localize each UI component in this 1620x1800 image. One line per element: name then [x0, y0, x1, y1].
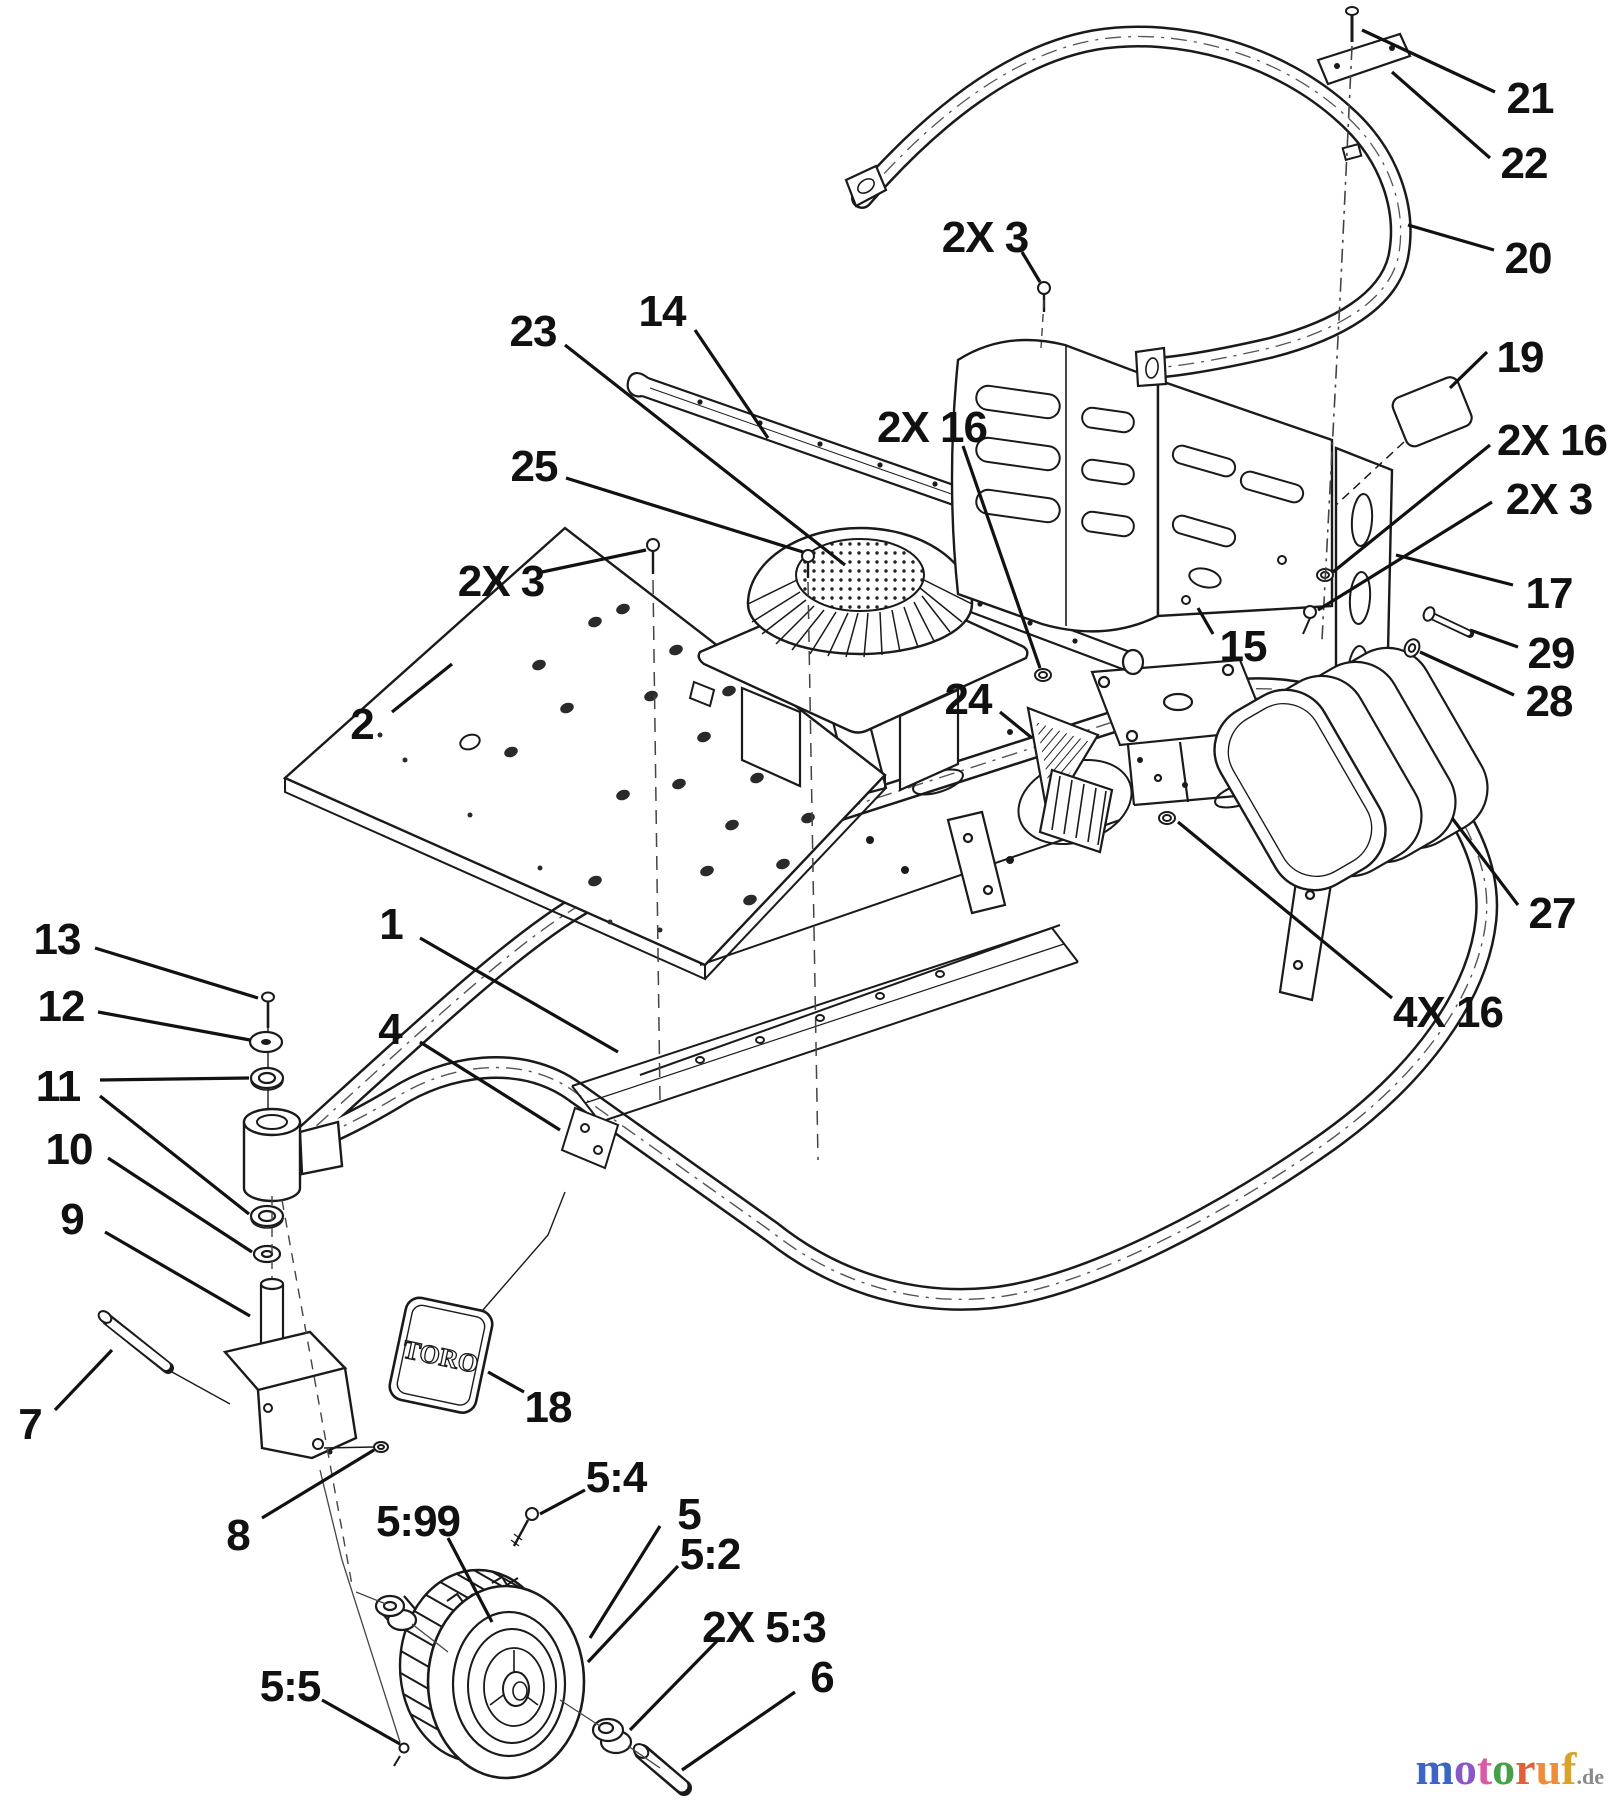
flange-nut-16	[1158, 811, 1176, 825]
part-engine-cover	[688, 526, 1029, 792]
logo-letter: o	[1453, 1743, 1477, 1794]
frame-cross-channel	[571, 927, 1079, 1123]
callout-2x3-right: 2X 3	[1506, 475, 1593, 524]
callout-28: 28	[1526, 677, 1573, 726]
part-handle-bar	[844, 25, 1412, 388]
callout-22: 22	[1501, 139, 1548, 188]
pin-7	[97, 1310, 231, 1405]
callout-5-4: 5:4	[586, 1453, 648, 1502]
bolt-5-5	[393, 1742, 410, 1767]
callout-5-99: 5:99	[376, 1497, 460, 1546]
callout-15: 15	[1220, 622, 1267, 671]
callout-9: 9	[60, 1195, 83, 1244]
callout-4x16: 4X 16	[1393, 988, 1503, 1037]
bearing-11b	[249, 1204, 285, 1229]
part-pad-stack	[1213, 606, 1489, 892]
spacer-5-3-left	[374, 1594, 418, 1632]
part-spindle-stack	[248, 991, 285, 1348]
leader-lines	[53, 28, 1520, 1772]
callout-2x16-mid: 2X 16	[877, 403, 987, 452]
callout-24: 24	[945, 675, 993, 724]
callout-19: 19	[1497, 333, 1544, 382]
callout-20: 20	[1505, 234, 1552, 283]
bolt-21	[1345, 6, 1359, 42]
bearing-11a	[249, 1066, 285, 1091]
caster-head-tube	[242, 1107, 344, 1203]
callout-11: 11	[36, 1062, 81, 1111]
callout-23: 23	[510, 307, 557, 356]
callout-2x3-top: 2X 3	[942, 213, 1029, 262]
bolt-3-right	[1302, 605, 1317, 635]
part-clamp-plate-22	[1316, 32, 1412, 162]
axle-pin-6	[632, 1743, 692, 1796]
callout-8: 8	[226, 1511, 250, 1560]
part-cover-plate-19	[1335, 376, 1473, 506]
callout-5: 5	[677, 1490, 701, 1539]
logo-letter: f	[1561, 1743, 1577, 1794]
nut-8	[373, 1441, 389, 1453]
callout-6: 6	[810, 1653, 833, 1702]
callout-4: 4	[378, 1005, 403, 1054]
washer-10	[252, 1244, 282, 1264]
part-floor-plate	[282, 526, 887, 981]
callout-17: 17	[1526, 569, 1573, 618]
alignment-lines	[271, 45, 1353, 1769]
callout-1: 1	[379, 900, 403, 949]
callout-29: 29	[1528, 629, 1575, 678]
logo-letter: u	[1535, 1743, 1562, 1794]
nut-16-mid	[1034, 668, 1052, 682]
callout-2x5-3: 2X 5:3	[702, 1603, 826, 1652]
grille-bracket	[1026, 706, 1114, 854]
callout-10: 10	[46, 1125, 93, 1174]
bolt-13	[261, 991, 275, 1028]
logo-letter: t	[1476, 1743, 1493, 1794]
bolt-29	[1422, 606, 1474, 638]
washer-28	[1403, 638, 1421, 658]
part-toro-decal: TORO	[388, 1191, 566, 1414]
spindle-shaft	[259, 1277, 285, 1348]
callout-5-5: 5:5	[260, 1662, 321, 1711]
callout-2: 2	[350, 700, 373, 749]
callout-14: 14	[639, 287, 687, 336]
bolt-3-left	[646, 538, 660, 574]
callout-27: 27	[1529, 889, 1576, 938]
bolt-5-4	[510, 1507, 539, 1547]
callout-5-2: 5:2	[680, 1530, 741, 1579]
nut-5-3-right	[591, 1717, 633, 1755]
logo-suffix: .de	[1576, 1764, 1605, 1789]
logo-letter: m	[1415, 1743, 1454, 1794]
callout-labels: 21 22 20 2X 3 19 2X 16 2X 3 17 23 14 25 …	[18, 74, 1608, 1711]
callout-2x16-right: 2X 16	[1497, 416, 1607, 465]
logo-letter: o	[1492, 1743, 1516, 1794]
engine-cover-dome	[746, 526, 974, 658]
washer-12	[248, 1030, 284, 1054]
part-caster-wheel	[398, 1568, 586, 1780]
callout-25: 25	[511, 442, 558, 491]
callout-13: 13	[34, 915, 81, 964]
callout-12: 12	[38, 982, 85, 1031]
bolt-25	[801, 549, 815, 578]
part-caster-fork	[222, 1330, 375, 1460]
callout-2x3-left: 2X 3	[458, 557, 545, 606]
logo-letter: r	[1515, 1743, 1536, 1794]
motoruf-logo[interactable]: motoruf.de	[1416, 1746, 1605, 1792]
tire-tread	[399, 1569, 521, 1731]
callout-21: 21	[1507, 74, 1554, 123]
callout-7: 7	[18, 1400, 41, 1449]
callout-18: 18	[525, 1383, 572, 1432]
